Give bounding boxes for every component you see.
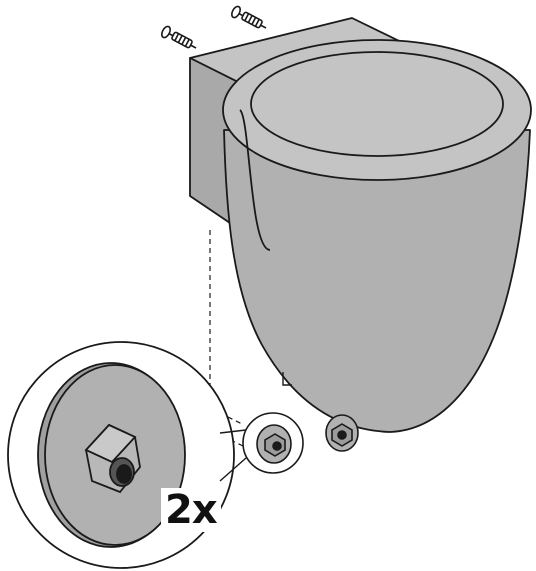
detail-magnifier	[7, 341, 235, 569]
nut-under-bowl	[325, 414, 359, 452]
toilet-bowl	[189, 17, 532, 433]
quantity-label: 2x	[161, 488, 221, 532]
nut-hidden-corner	[282, 372, 292, 386]
wall-screw-left	[161, 25, 197, 49]
magnifier-connector	[219, 429, 247, 482]
mounting-nut-small	[242, 412, 304, 474]
wall-screw-right	[231, 5, 267, 29]
